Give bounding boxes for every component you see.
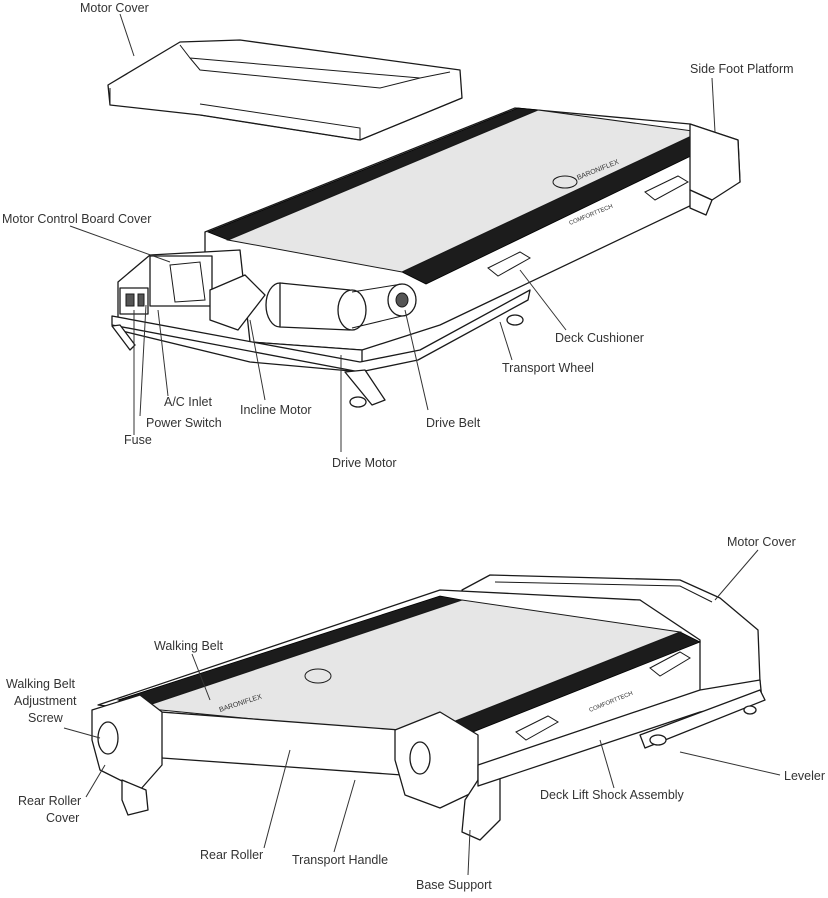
label-rear-roller-cover-line1: Rear Roller	[18, 794, 81, 808]
label-ac-inlet: A/C Inlet	[164, 395, 212, 409]
top-treadmill-drawing: BARONIFLEX COMFORTTECH	[107, 39, 741, 408]
motor-compartment	[117, 249, 417, 373]
label-base-support: Base Support	[416, 878, 492, 892]
label-side-foot-platform: Side Foot Platform	[690, 62, 794, 76]
label-walking-belt-adjustment-screw-line1: Walking Belt	[6, 677, 76, 691]
label-motor-control-board-cover: Motor Control Board Cover	[2, 212, 151, 226]
bottom-labels: Motor Cover Walking Belt Walking Belt Ad…	[6, 535, 825, 892]
label-leveler: Leveler	[784, 769, 825, 783]
label-fuse: Fuse	[124, 433, 152, 447]
label-walking-belt: Walking Belt	[154, 639, 224, 653]
label-motor-cover-top: Motor Cover	[80, 1, 149, 15]
label-rear-roller: Rear Roller	[200, 848, 263, 862]
label-transport-wheel: Transport Wheel	[502, 361, 594, 375]
label-drive-motor: Drive Motor	[332, 456, 397, 470]
label-motor-cover-bottom: Motor Cover	[727, 535, 796, 549]
label-deck-lift-shock-assembly: Deck Lift Shock Assembly	[540, 788, 685, 802]
label-deck-cushioner: Deck Cushioner	[555, 331, 644, 345]
label-incline-motor: Incline Motor	[240, 403, 312, 417]
label-transport-handle: Transport Handle	[292, 853, 388, 867]
base-frame-top	[111, 289, 531, 408]
top-labels: Motor Cover Side Foot Platform Motor Con…	[2, 1, 794, 470]
label-walking-belt-adjustment-screw-line3: Screw	[28, 711, 64, 725]
bottom-leader-lines	[63, 549, 781, 876]
top-leader-lines	[69, 13, 716, 452]
label-rear-roller-cover-line2: Cover	[46, 811, 79, 825]
label-power-switch: Power Switch	[146, 416, 222, 430]
label-drive-belt: Drive Belt	[426, 416, 481, 430]
motor-cover-part	[107, 39, 463, 141]
bottom-treadmill-drawing: BARONIFLEX COMFORTTECH	[91, 574, 766, 841]
label-walking-belt-adjustment-screw-line2: Adjustment	[14, 694, 77, 708]
